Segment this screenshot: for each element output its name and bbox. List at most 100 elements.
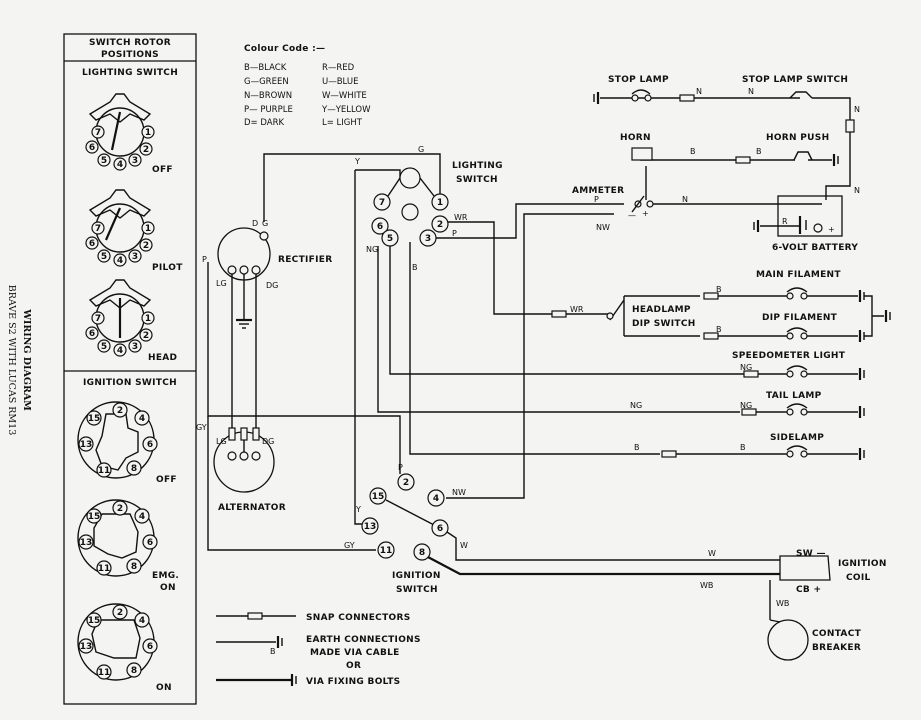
nw-wire [446, 213, 614, 499]
lighting-pos-head: HEAD [148, 353, 177, 363]
svg-text:8: 8 [419, 548, 425, 558]
label-coil-cb: CB + [796, 585, 821, 595]
svg-text:6: 6 [147, 440, 153, 450]
svg-text:+: + [828, 225, 835, 234]
lamps [593, 89, 891, 460]
p-wire [434, 203, 624, 239]
label-battery: 6-VOLT BATTERY [772, 243, 858, 253]
label-ignition-coil-2: COIL [846, 573, 871, 583]
svg-text:GY: GY [344, 541, 355, 550]
label-horn: HORN [620, 133, 651, 143]
svg-text:5: 5 [101, 252, 107, 262]
label-lighting-switch-1: LIGHTING [452, 161, 503, 171]
panel-lighting-title: LIGHTING SWITCH [82, 68, 178, 78]
svg-text:P: P [452, 229, 457, 238]
svg-text:11: 11 [380, 546, 393, 556]
svg-text:R—RED: R—RED [322, 63, 355, 73]
svg-text:W: W [708, 549, 716, 558]
svg-text:3: 3 [132, 342, 138, 352]
svg-text:D= DARK: D= DARK [244, 118, 284, 128]
svg-text:5: 5 [101, 342, 107, 352]
svg-text:WR: WR [570, 305, 584, 314]
headlamp-wires [623, 295, 858, 337]
svg-text:WB: WB [776, 599, 789, 608]
svg-text:13: 13 [80, 642, 93, 652]
label-coil-sw: SW — [796, 549, 826, 559]
lighting-pos-pilot: PILOT [152, 263, 183, 273]
label-ignition-switch-2: SWITCH [396, 585, 438, 595]
panel-header-line1: SWITCH ROTOR [89, 38, 171, 48]
ignition-pos-emg-on: ON [160, 583, 176, 593]
legend: SNAP CONNECTORS EARTH CONNECTIONS MADE V… [216, 612, 421, 687]
legend-earth4: VIA FIXING BOLTS [306, 677, 400, 687]
svg-text:D: D [252, 219, 258, 228]
legend-earth2: MADE VIA CABLE [310, 648, 400, 658]
svg-text:15: 15 [372, 492, 385, 502]
svg-text:B: B [634, 443, 640, 452]
svg-text:U—BLUE: U—BLUE [322, 77, 358, 87]
wire-colour-labels: N N N N B B N P NW — + R + G Y WR P NG B… [196, 87, 860, 608]
svg-text:P: P [594, 195, 599, 204]
svg-text:+: + [642, 209, 649, 218]
svg-text:2: 2 [117, 406, 123, 416]
svg-text:NG: NG [366, 245, 378, 254]
ignition-rotor-on: 2 4 6 8 11 13 15 [77, 603, 158, 681]
svg-text:1: 1 [145, 224, 151, 234]
svg-text:—: — [628, 211, 636, 220]
svg-text:4: 4 [139, 512, 145, 522]
ignition-rotor-off: 2 4 6 8 11 13 15 [77, 401, 158, 479]
legend-or: OR [346, 661, 361, 671]
svg-text:R: R [782, 217, 788, 226]
legend-earth1: EARTH CONNECTIONS [306, 635, 421, 645]
lighting-rotor-pilot: 7 6 5 4 3 2 1 [85, 189, 155, 267]
svg-text:B: B [716, 325, 722, 334]
speedo-wire [389, 242, 858, 375]
rectifier-p-wire [207, 262, 401, 474]
svg-text:6: 6 [89, 143, 95, 153]
svg-text:B: B [756, 147, 762, 156]
side-title-line1: WIRING DIAGRAM [21, 308, 32, 411]
svg-text:15: 15 [88, 616, 101, 626]
svg-text:Y: Y [354, 157, 360, 166]
svg-text:7: 7 [379, 198, 385, 208]
svg-text:WR: WR [454, 213, 468, 222]
panel-header-line2: POSITIONS [101, 50, 159, 60]
svg-text:G—GREEN: G—GREEN [244, 77, 289, 87]
svg-text:6: 6 [89, 329, 95, 339]
svg-text:13: 13 [80, 440, 93, 450]
svg-text:3: 3 [132, 156, 138, 166]
svg-text:1: 1 [145, 128, 151, 138]
svg-text:B—BLACK: B—BLACK [244, 63, 287, 73]
horn-icon [631, 147, 653, 161]
panel-ignition-title: IGNITION SWITCH [83, 378, 177, 388]
svg-text:B: B [740, 443, 746, 452]
svg-text:4: 4 [117, 160, 123, 170]
svg-text:2: 2 [143, 241, 149, 251]
svg-text:7: 7 [95, 224, 101, 234]
svg-text:L= LIGHT: L= LIGHT [322, 118, 363, 128]
sidelamp-wire [409, 242, 858, 455]
svg-text:B: B [716, 285, 722, 294]
svg-text:NG: NG [740, 363, 752, 372]
label-tail-lamp: TAIL LAMP [766, 391, 822, 401]
svg-text:6: 6 [147, 642, 153, 652]
label-horn-push: HORN PUSH [766, 133, 829, 143]
label-ignition-switch-1: IGNITION [392, 571, 441, 581]
svg-text:G: G [418, 145, 424, 154]
gy-wire [207, 416, 376, 551]
svg-text:B: B [690, 147, 696, 156]
svg-text:7: 7 [95, 314, 101, 324]
alternator-icon [213, 427, 275, 493]
svg-text:6: 6 [89, 239, 95, 249]
rectifier-icon [217, 227, 271, 329]
lighting-rotor-head: 7 6 5 4 3 2 1 [85, 279, 155, 357]
svg-text:2: 2 [117, 504, 123, 514]
svg-text:8: 8 [131, 562, 137, 572]
g-wire [263, 153, 441, 222]
svg-text:NG: NG [630, 401, 642, 410]
label-contact-breaker-1: CONTACT [812, 629, 862, 639]
svg-text:7: 7 [95, 128, 101, 138]
svg-text:W: W [460, 541, 468, 550]
svg-text:6: 6 [437, 524, 443, 534]
